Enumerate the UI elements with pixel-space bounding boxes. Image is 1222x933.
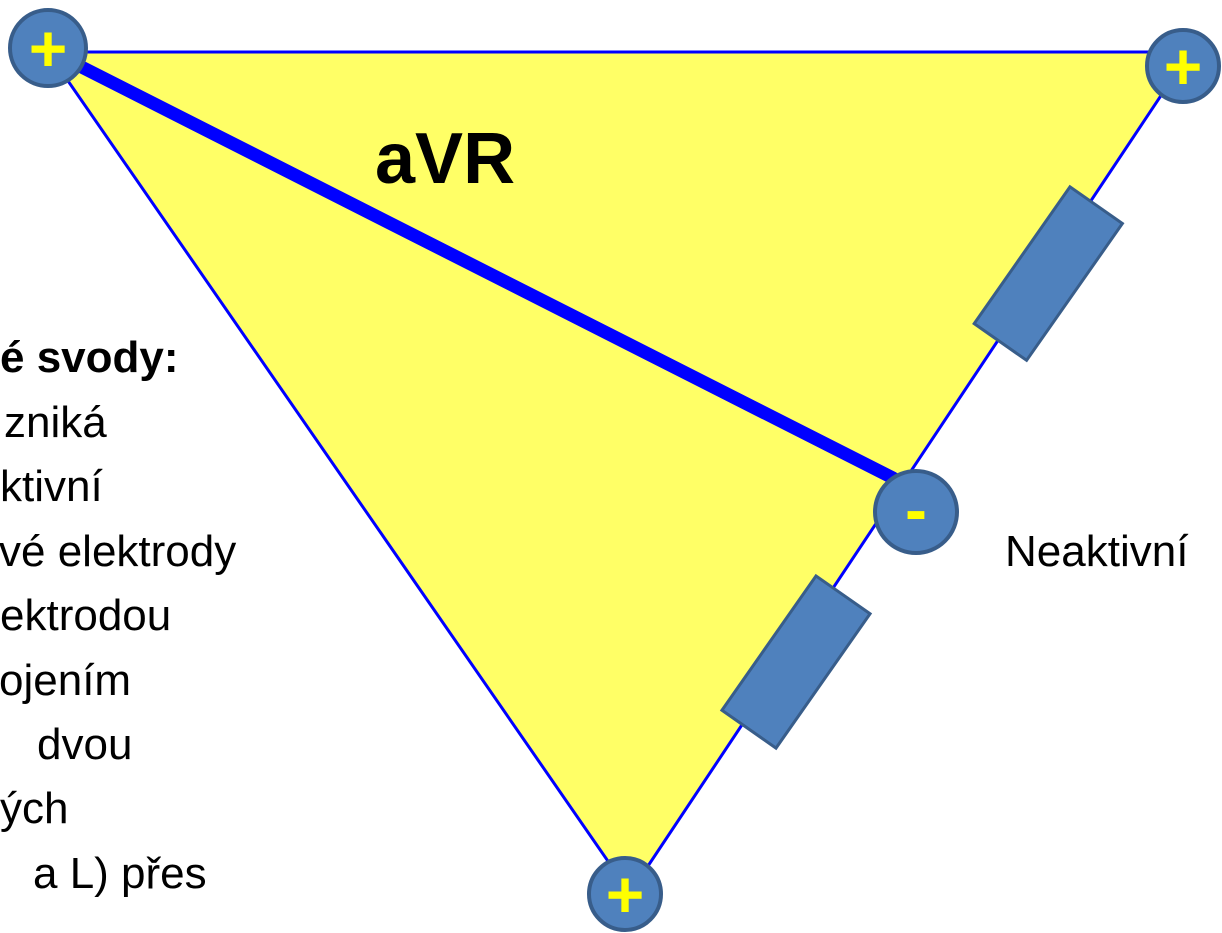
- avr-lead-axis: [41, 43, 900, 485]
- left-text-line: dvou: [37, 720, 132, 769]
- electrode-top-left: +: [8, 8, 88, 88]
- electrode-midpoint: -: [873, 469, 959, 555]
- neutral-label: Neaktivní: [1005, 527, 1189, 576]
- lead-label: aVR: [375, 119, 515, 199]
- resistor-upper: [972, 184, 1125, 363]
- minus-sign: -: [905, 472, 927, 546]
- electrode-circle: [587, 856, 663, 932]
- electrode-circle: [873, 469, 959, 555]
- left-text-line: vé elektrody: [0, 527, 236, 576]
- left-text-block: é svody: zniká ktivní vé elektrody ektro…: [0, 333, 236, 898]
- electrode-bottom: +: [587, 856, 663, 932]
- left-text-line: ktivní: [0, 462, 103, 511]
- electrode-circle: [8, 8, 88, 88]
- plus-sign: +: [1164, 29, 1203, 103]
- einthoven-triangle: [45, 50, 1193, 896]
- electrode-top-right: +: [1145, 28, 1221, 104]
- resistor-lower: [719, 573, 873, 751]
- left-text-line: zniká: [4, 398, 107, 447]
- plus-sign: +: [29, 11, 68, 85]
- electrode-circle: [1145, 28, 1221, 104]
- left-text-heading: é svody:: [0, 333, 179, 382]
- left-text-line: ých: [0, 784, 68, 833]
- left-text-line: ektrodou: [0, 591, 171, 640]
- plus-sign: +: [606, 857, 645, 931]
- left-text-line: ojením: [0, 656, 131, 705]
- left-text-line: a L) přes: [33, 849, 207, 898]
